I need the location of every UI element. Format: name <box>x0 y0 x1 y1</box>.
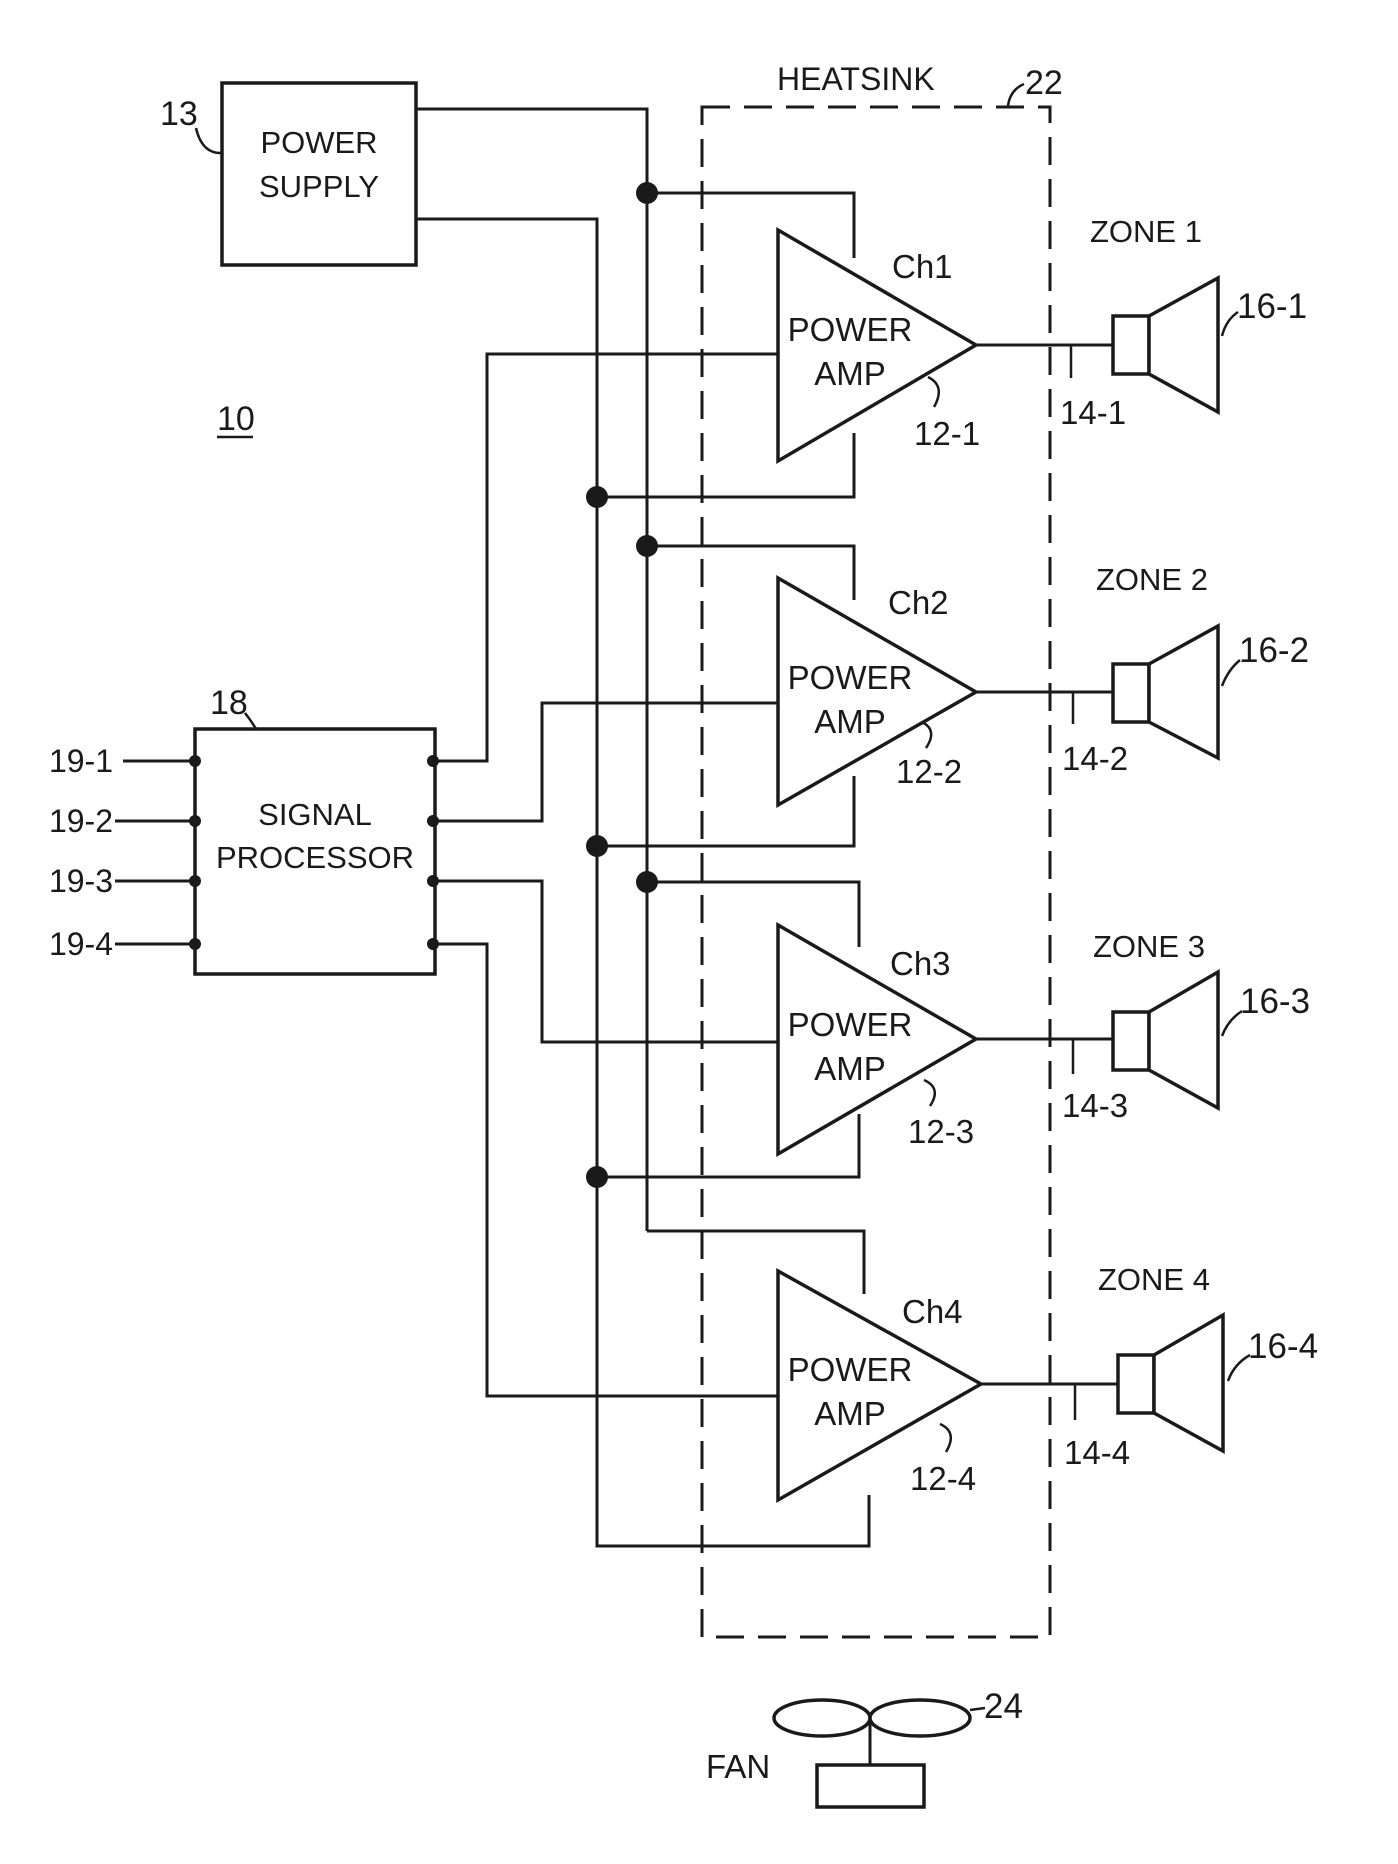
ch3-speaker-ref-leader <box>1222 1011 1242 1036</box>
ch4-zone-label: ZONE 4 <box>1098 1262 1210 1297</box>
ch4-amp-ref: 12-4 <box>910 1460 976 1497</box>
junction-dot <box>636 871 658 893</box>
ch3-channel-name: Ch3 <box>890 945 951 982</box>
ch1-speaker-ref-leader <box>1222 312 1238 336</box>
fan-ref-leader <box>970 1708 985 1710</box>
signal-wire-ch4[interactable] <box>433 944 778 1396</box>
ch2-amp-label-line2: AMP <box>814 703 886 740</box>
figure-ref: 10 <box>217 400 255 438</box>
ch4-wire-ref: 14-4 <box>1064 1434 1130 1471</box>
fan-blade-left <box>774 1700 870 1736</box>
ch4-speaker-ref: 16-4 <box>1248 1327 1318 1366</box>
junction-dot <box>586 1166 608 1188</box>
input-terminal-dot <box>189 938 201 950</box>
ch3-speaker-ref: 16-3 <box>1240 982 1310 1021</box>
junction-dot <box>586 486 608 508</box>
signal-wire-ch1[interactable] <box>433 354 778 761</box>
ch3-wire-ref: 14-3 <box>1062 1087 1128 1124</box>
input-label-19-2: 19-2 <box>49 803 113 839</box>
junction-dot <box>586 835 608 857</box>
power-supply-ref-leader <box>196 128 222 153</box>
ch4-channel-name: Ch4 <box>902 1293 963 1330</box>
ch3-supply-pos[interactable] <box>647 882 859 947</box>
ch4-amp-label-line2: AMP <box>814 1395 886 1432</box>
power-supply-label-line2: SUPPLY <box>259 169 379 204</box>
ch4-supply-pos[interactable] <box>647 1231 864 1294</box>
power-supply-ref: 13 <box>160 95 198 133</box>
input-terminal-dot <box>189 815 201 827</box>
ch2-zone-label: ZONE 2 <box>1096 562 1208 597</box>
ch1-zone-label: ZONE 1 <box>1090 214 1202 249</box>
ch4-amp-label-line1: POWER <box>788 1351 913 1388</box>
junction-dot <box>636 535 658 557</box>
ch2-speaker-ref: 16-2 <box>1239 631 1309 670</box>
input-terminal-dot <box>189 875 201 887</box>
fan-motor <box>817 1765 924 1807</box>
ch1-amp-ref-leader <box>928 377 939 407</box>
ch4-amp-ref-leader <box>940 1424 951 1452</box>
ch1-amp-label-line2: AMP <box>814 355 886 392</box>
ch3-amp-ref-leader <box>924 1080 935 1106</box>
heatsink-ref-leader <box>1008 84 1024 106</box>
ch2-supply-neg[interactable] <box>597 776 854 846</box>
ch3-amp-label-line1: POWER <box>788 1006 913 1043</box>
ch1-wire-ref: 14-1 <box>1060 394 1126 431</box>
heatsink-label: HEATSINK <box>777 61 935 97</box>
ch3-amp-ref: 12-3 <box>908 1113 974 1150</box>
ch2-speaker-ref-leader <box>1222 660 1240 686</box>
ch4-speaker-ref-leader <box>1228 1355 1250 1381</box>
ch1-amp-label-line1: POWER <box>788 311 913 348</box>
speaker-ch2-magnet <box>1113 664 1149 722</box>
input-terminal-dot <box>189 755 201 767</box>
ch1-supply-pos[interactable] <box>647 193 854 258</box>
input-label-19-1: 19-1 <box>49 743 113 779</box>
speaker-ch3-magnet <box>1113 1012 1149 1070</box>
ch2-supply-pos[interactable] <box>647 546 854 600</box>
fan-label: FAN <box>706 1748 770 1785</box>
junction-dot <box>636 182 658 204</box>
ch2-amp-ref-leader <box>922 722 931 748</box>
speaker-ch2-cone <box>1149 626 1218 758</box>
signal-processor-label-line1: SIGNAL <box>258 797 372 832</box>
speaker-ch1-cone <box>1149 278 1218 412</box>
ch2-amp-label-line1: POWER <box>788 659 913 696</box>
ch3-zone-label: ZONE 3 <box>1093 929 1205 964</box>
ch1-amp-ref: 12-1 <box>914 415 980 452</box>
input-label-19-3: 19-3 <box>49 863 113 899</box>
signal-wire-ch3[interactable] <box>433 881 778 1042</box>
speaker-ch1-magnet <box>1113 316 1149 374</box>
speaker-ch4-magnet <box>1118 1355 1154 1413</box>
ch2-amp-ref: 12-2 <box>896 753 962 790</box>
speaker-ch4-cone <box>1154 1315 1223 1451</box>
ch1-channel-name: Ch1 <box>892 248 953 285</box>
ch2-channel-name: Ch2 <box>888 584 949 621</box>
power-rail-positive[interactable] <box>416 109 647 1231</box>
signal-processor-ref: 18 <box>210 684 248 722</box>
ch1-supply-neg[interactable] <box>597 433 854 497</box>
fan-ref: 24 <box>984 1687 1023 1726</box>
signal-processor-label-line2: PROCESSOR <box>216 840 414 875</box>
ch2-wire-ref: 14-2 <box>1062 740 1128 777</box>
fan-blade-right <box>870 1700 970 1736</box>
power-supply-label-line1: POWER <box>260 125 377 160</box>
ch1-speaker-ref: 16-1 <box>1237 287 1307 326</box>
heatsink-ref: 22 <box>1025 64 1063 102</box>
input-label-19-4: 19-4 <box>49 926 113 962</box>
speaker-ch3-cone <box>1149 972 1218 1108</box>
ch3-amp-label-line2: AMP <box>814 1050 886 1087</box>
